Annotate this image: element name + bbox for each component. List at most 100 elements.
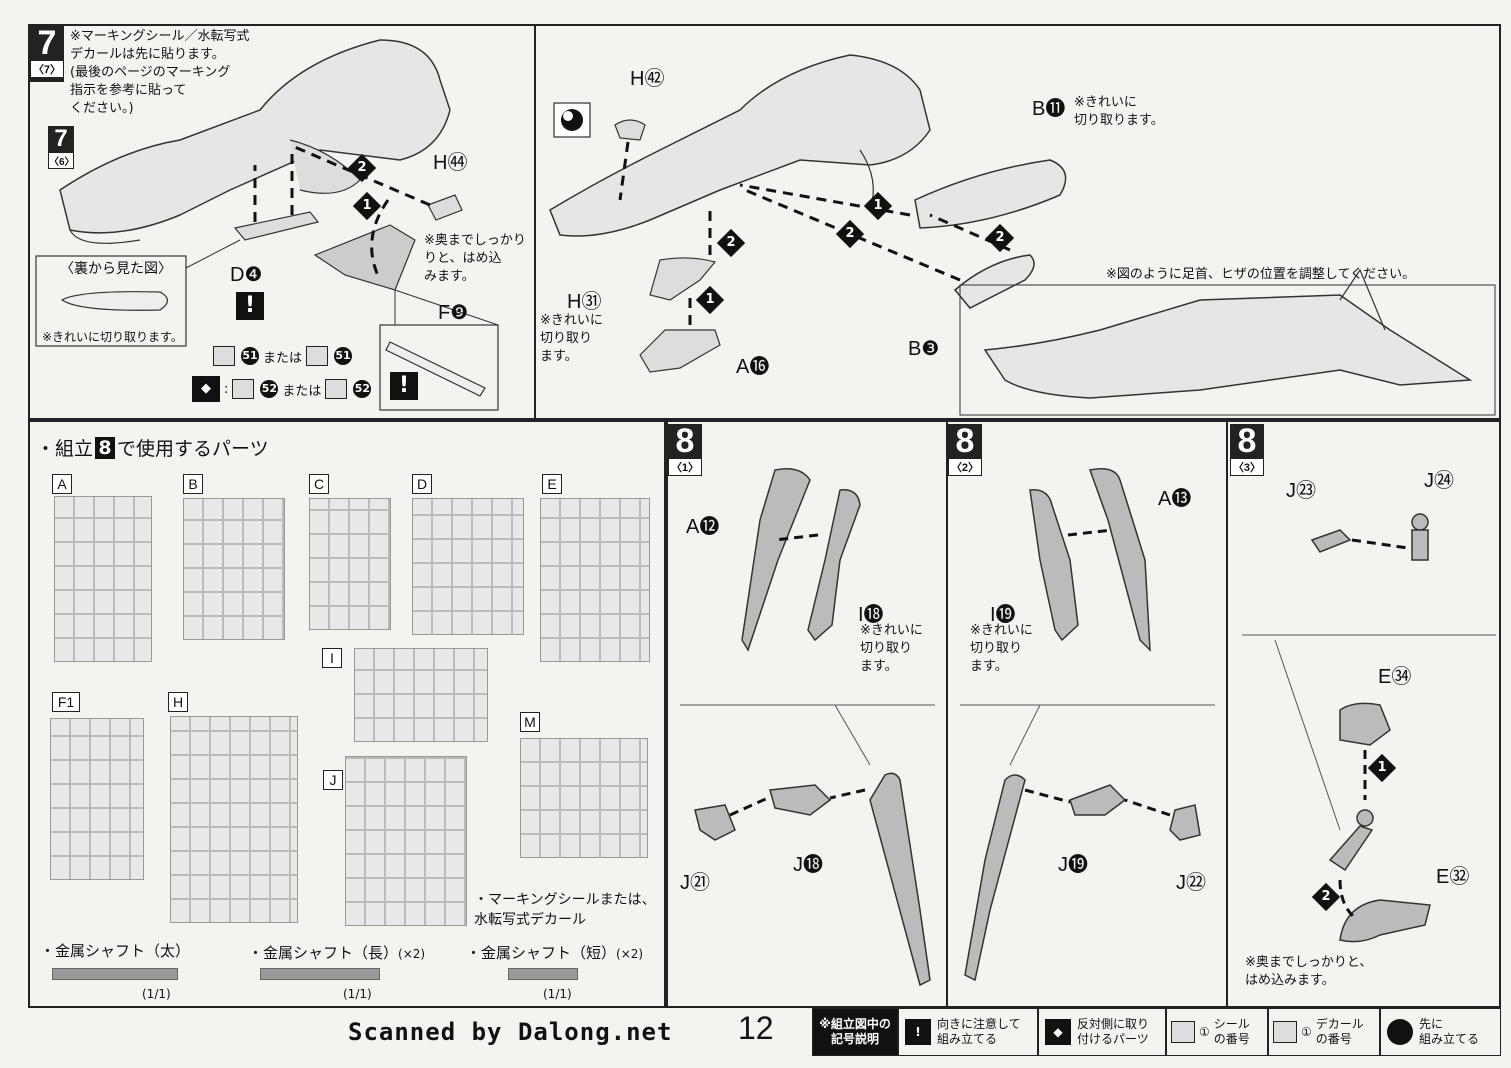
runner-f1 [50, 718, 144, 880]
step8-3-badge: 8 〈3〉 [1230, 424, 1264, 476]
runner-j [345, 756, 467, 926]
runner-b [183, 498, 285, 640]
part-j22: J㉒ [1176, 872, 1206, 894]
part-j23: J㉓ [1286, 480, 1316, 502]
legend-decal: ① デカール の番号 [1268, 1008, 1380, 1056]
runner-label-i: I [322, 648, 342, 668]
step7-badge: 7 〈7〉 [30, 26, 64, 82]
step8-3-panel [1226, 420, 1501, 1008]
runner-label-j: J [323, 770, 343, 790]
cut-note-b11: ※きれいに 切り取ります。 [1074, 95, 1164, 128]
legend-caution: ! 向きに注意して 組み立てる [898, 1008, 1038, 1056]
seal-number: 51 [241, 347, 259, 365]
runner-label-e: E [542, 474, 562, 494]
step-marker-1d: 1 [1367, 753, 1397, 783]
decal-number: 51 [334, 347, 353, 365]
decal-legend-icon [1273, 1021, 1297, 1043]
part-i19: I⓳ [990, 604, 1016, 626]
assemble-first-legend-icon [1387, 1019, 1413, 1045]
push-note: ※奥までしっかり りと、はめ込 みます。 [424, 233, 526, 284]
runner-label-f1: F1 [52, 692, 80, 712]
step8-2-badge: 8 〈2〉 [948, 424, 982, 476]
decal-icon-2 [325, 379, 348, 399]
part-i18: I⓲ [858, 604, 884, 626]
step-marker-1: 1 [352, 191, 382, 221]
legend-title: ※組立図中の 記号説明 [812, 1008, 898, 1056]
runner-i [354, 648, 488, 742]
seal-decal-row-1: 51 または 51 [213, 346, 353, 366]
decal-number-2: 52 [353, 380, 372, 398]
part-j24: J㉔ [1424, 470, 1454, 492]
part-a16: A⓰ [736, 356, 770, 378]
or-text-2: または [282, 383, 322, 399]
runner-label-d: D [412, 474, 432, 494]
part-j21: J㉑ [680, 872, 710, 894]
runner-label-c: C [309, 474, 329, 494]
caution-icon-2: ! [390, 372, 418, 400]
seal-icon [213, 346, 235, 366]
shaft-long-label-row: ・金属シャフト（長）(×2) [248, 944, 426, 962]
cut-note-i18: ※きれいに 切り取り ます。 [860, 623, 923, 674]
part-j18: J⓲ [793, 854, 823, 876]
step7-ref-badge: 7 〈6〉 [48, 125, 75, 169]
part-e34: E㉞ [1378, 666, 1412, 688]
push-note-e32: ※奥までしっかりと、 はめ込みます。 [1245, 955, 1373, 988]
runner-label-h: H [168, 692, 188, 712]
step7-divider [534, 24, 536, 420]
shaft-short-label-row: ・金属シャフト（短）(×2) [466, 944, 644, 962]
seal-legend-icon [1171, 1021, 1195, 1043]
shaft-short-count: (1/1) [543, 987, 572, 1001]
part-h44: H㊹ [433, 152, 468, 174]
part-d4: D❹ [230, 264, 263, 286]
runner-d [412, 498, 524, 635]
legend-assemble-first: 先に 組み立てる [1380, 1008, 1501, 1056]
legend-opposite: ◆ 反対側に取り 付けるパーツ [1038, 1008, 1166, 1056]
marking-note: ※マーキングシール／水転写式 デカールは先に貼ります。 (最後のページのマーキン… [70, 29, 250, 116]
shaft-thick-label: ・金属シャフト（太） [40, 942, 191, 960]
runner-h [170, 716, 298, 923]
opposite-side-icon: ◆ [192, 376, 220, 402]
step8-1-panel [666, 420, 948, 1008]
cut-note-h31: ※きれいに 切り取り ます。 [540, 313, 603, 364]
step-marker-2c: 2 [835, 219, 865, 249]
shaft-thick-count: (1/1) [142, 987, 171, 1001]
runner-label-b: B [183, 474, 203, 494]
page-number: 12 [738, 1010, 774, 1046]
seal-decal-row-2: ◆ : 52 または 52 [192, 376, 372, 402]
runner-label-a: A [52, 474, 72, 494]
parts-list-panel [28, 420, 666, 1008]
runner-e [540, 498, 650, 662]
legend-seal: ① シール の番号 [1166, 1008, 1268, 1056]
step-marker-2: 2 [347, 153, 377, 183]
step-marker-1c: 1 [863, 191, 893, 221]
back-view-label: 〈裏から見た図〉 [60, 261, 172, 277]
runner-c [309, 498, 391, 630]
parts-list-title: ・組立 8 で使用するパーツ [36, 436, 269, 460]
scanner-credit: Scanned by Dalong.net [348, 1018, 673, 1046]
seal-icon-2 [232, 379, 255, 399]
shaft-thick [52, 968, 178, 980]
part-j19: J⓳ [1058, 854, 1088, 876]
part-h42: H㊷ [630, 68, 665, 90]
part-e32: E㉜ [1436, 866, 1470, 888]
runner-label-m: M [520, 712, 540, 732]
part-h31: H㉛ [567, 291, 602, 313]
cut-note: ※きれいに切り取ります。 [42, 330, 183, 344]
opposite-side-legend-icon: ◆ [1045, 1019, 1071, 1045]
step7-panel [28, 24, 1501, 420]
shaft-long [260, 968, 380, 980]
adjust-note: ※図のように足首、ヒザの位置を調整してください。 [1106, 267, 1416, 282]
marking-materials-note: ・マーキングシールまたは、 水転写式デカール [474, 892, 656, 928]
decal-icon [306, 346, 329, 366]
runner-m [520, 738, 648, 858]
cut-note-i19: ※きれいに 切り取り ます。 [970, 623, 1033, 674]
step8-1-badge: 8 〈1〉 [668, 424, 702, 476]
or-text: または [263, 350, 303, 366]
part-a12: A⓬ [686, 516, 720, 538]
part-f9: F❾ [438, 302, 469, 324]
seal-number-2: 52 [260, 380, 279, 398]
caution-icon: ! [236, 292, 264, 320]
step-marker-2e: 2 [1311, 882, 1341, 912]
shaft-short [508, 968, 578, 980]
